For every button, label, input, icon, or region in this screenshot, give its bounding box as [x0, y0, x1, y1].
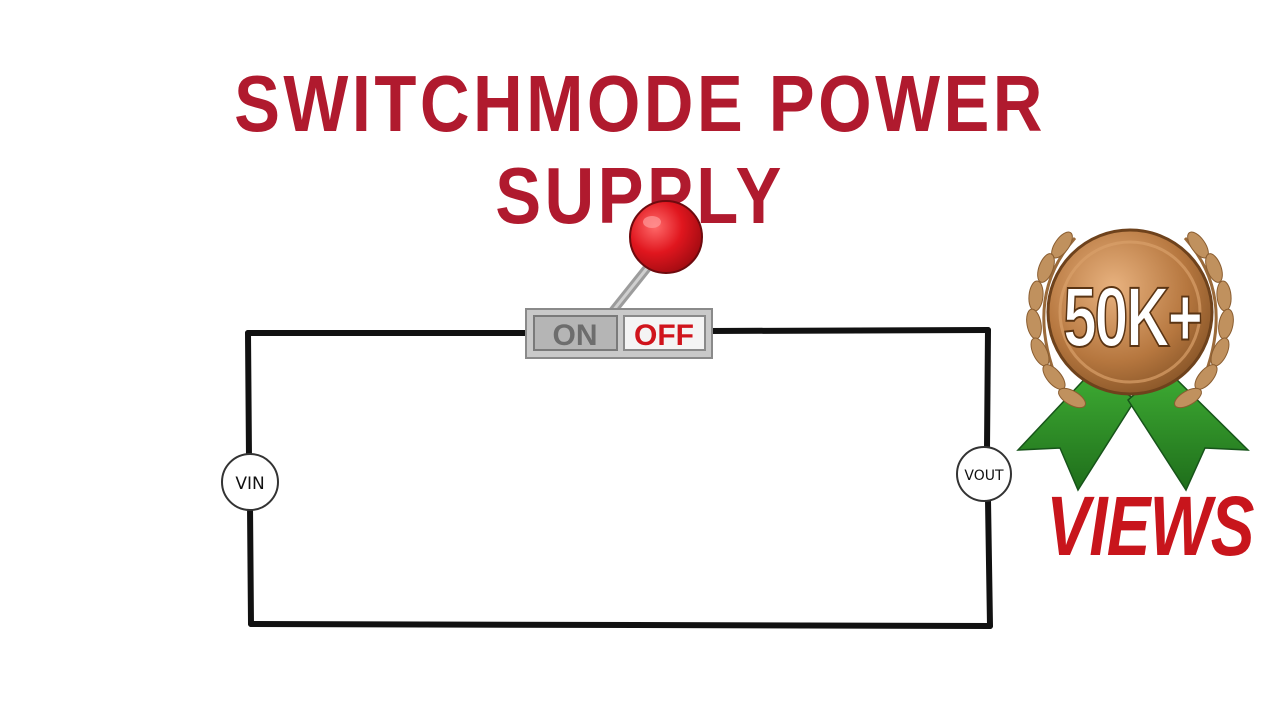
switch-off-plate: [623, 315, 706, 351]
switch-off-label: OFF: [634, 319, 694, 352]
vout-terminal: VOUT: [956, 446, 1012, 502]
wire-bottom: [248, 621, 993, 629]
vin-label: VIN: [235, 474, 264, 494]
switch-on-label: ON: [553, 319, 598, 352]
laurel-wreath-icon: [1026, 231, 1234, 409]
wire-right-lower: [985, 497, 993, 629]
vin-terminal: VIN: [221, 453, 279, 511]
page-title: SWITCHMODE POWER SUPPLY: [234, 59, 1046, 240]
wire-top-right: [707, 327, 991, 334]
lever-switch[interactable]: ON OFF: [525, 200, 713, 359]
switch-on-plate: [533, 315, 618, 351]
vout-label: VOUT: [964, 468, 1004, 484]
wire-left-upper: [245, 330, 252, 461]
lever-knob: [629, 200, 703, 274]
view-count: 50K+: [1063, 270, 1201, 364]
award-badge: 50K+: [1016, 228, 1250, 492]
views-caption: VIEWS: [1046, 479, 1254, 573]
wire-right-upper: [984, 327, 991, 451]
circuit-wires: [245, 327, 993, 629]
medal-icon: [1046, 228, 1214, 396]
wire-left-lower: [247, 503, 254, 627]
